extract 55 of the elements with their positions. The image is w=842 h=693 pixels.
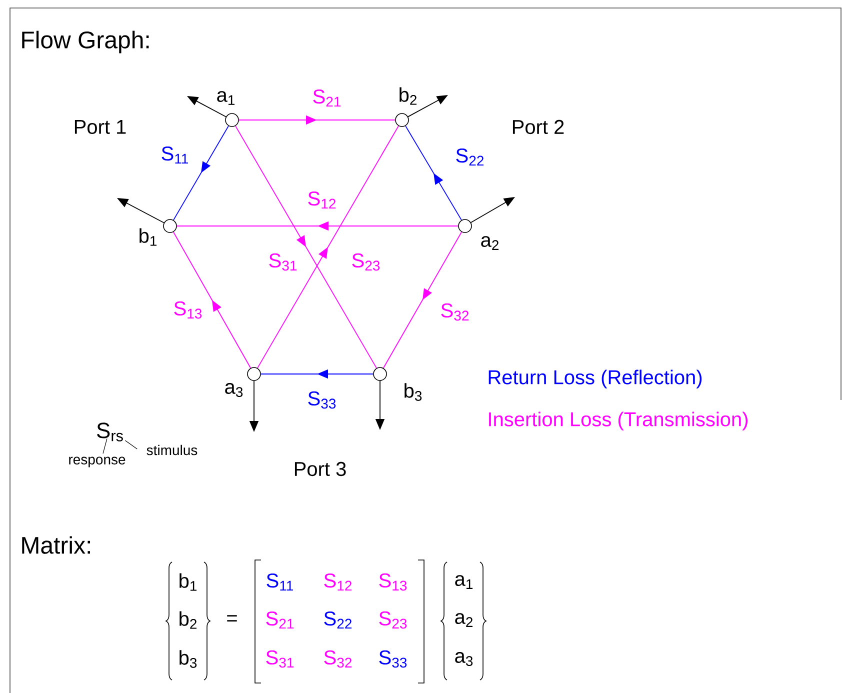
section-heading: Matrix: — [22, 536, 90, 554]
matrix-entry: S$_{11}$ — [266, 573, 293, 591]
matrix-entry: a$_{3}$ — [455, 652, 473, 666]
edge-label: S$_{11}$ — [162, 146, 188, 164]
leader-line — [124, 440, 138, 450]
junction-circle — [163, 219, 177, 233]
arrow — [235, 126, 377, 368]
port-label: Port 3 — [294, 462, 346, 476]
junction-circle — [458, 219, 472, 233]
arrow — [383, 232, 462, 368]
junction-circle — [225, 113, 239, 127]
edge-label: S$_{23}$ — [352, 253, 380, 271]
matrix-entry: S$_{23}$ — [379, 611, 407, 629]
text-label: stimulus — [146, 444, 198, 456]
junction-circle — [395, 113, 409, 127]
edge-label: S$_{13}$ — [174, 301, 202, 319]
text-label: S$_{rs}$ — [97, 422, 123, 442]
wave-label: b$_{1}$ — [140, 228, 157, 246]
edge-label: S$_{12}$ — [308, 191, 336, 209]
matrix-entry: S$_{21}$ — [266, 611, 294, 629]
wave-label: a$_{2}$ — [481, 236, 499, 250]
matrix-entry: S$_{32}$ — [324, 650, 352, 668]
wave-label: a$_{3}$ — [225, 383, 243, 398]
text-label: response — [69, 456, 126, 468]
arrow — [173, 126, 229, 220]
edge-label: S$_{31}$ — [269, 253, 297, 271]
edge-label: S$_{33}$ — [308, 391, 336, 409]
matrix-entry: S$_{33}$ — [379, 650, 407, 668]
arrow — [172, 232, 252, 368]
legend-entry: Return Loss (Reflection) — [488, 370, 702, 388]
matrix-entry: S$_{31}$ — [266, 650, 294, 668]
arrow — [257, 126, 399, 368]
title: Flow Graph: — [22, 30, 149, 54]
wave-label: a$_{1}$ — [217, 91, 235, 105]
matrix-entry: a$_{1}$ — [455, 575, 473, 589]
junction-circle — [373, 367, 387, 381]
matrix-entry: a$_{2}$ — [455, 613, 473, 627]
edge-label: S$_{32}$ — [441, 303, 469, 321]
matrix-entry: = — [227, 615, 237, 622]
matrix-entry: S$_{22}$ — [324, 611, 352, 629]
wave-label: b$_{3}$ — [404, 383, 422, 401]
port-label: Port 2 — [512, 120, 564, 134]
legend-entry: Insertion Loss (Transmission) — [489, 412, 748, 430]
wave-label: b$_{2}$ — [400, 87, 417, 105]
edge-label: S$_{22}$ — [456, 148, 484, 166]
arrow — [405, 125, 462, 221]
matrix-entry: S$_{12}$ — [324, 573, 352, 591]
edge-label: S$_{21}$ — [313, 89, 341, 107]
port-label: Port 1 — [74, 120, 126, 134]
matrix-entry: b$_{2}$ — [180, 611, 196, 629]
junction-circle — [247, 367, 261, 381]
matrix-entry: S$_{13}$ — [379, 573, 407, 591]
matrix-entry: b$_{3}$ — [180, 650, 197, 668]
matrix-entry: b$_{1}$ — [180, 573, 197, 591]
leader-line — [102, 438, 108, 454]
